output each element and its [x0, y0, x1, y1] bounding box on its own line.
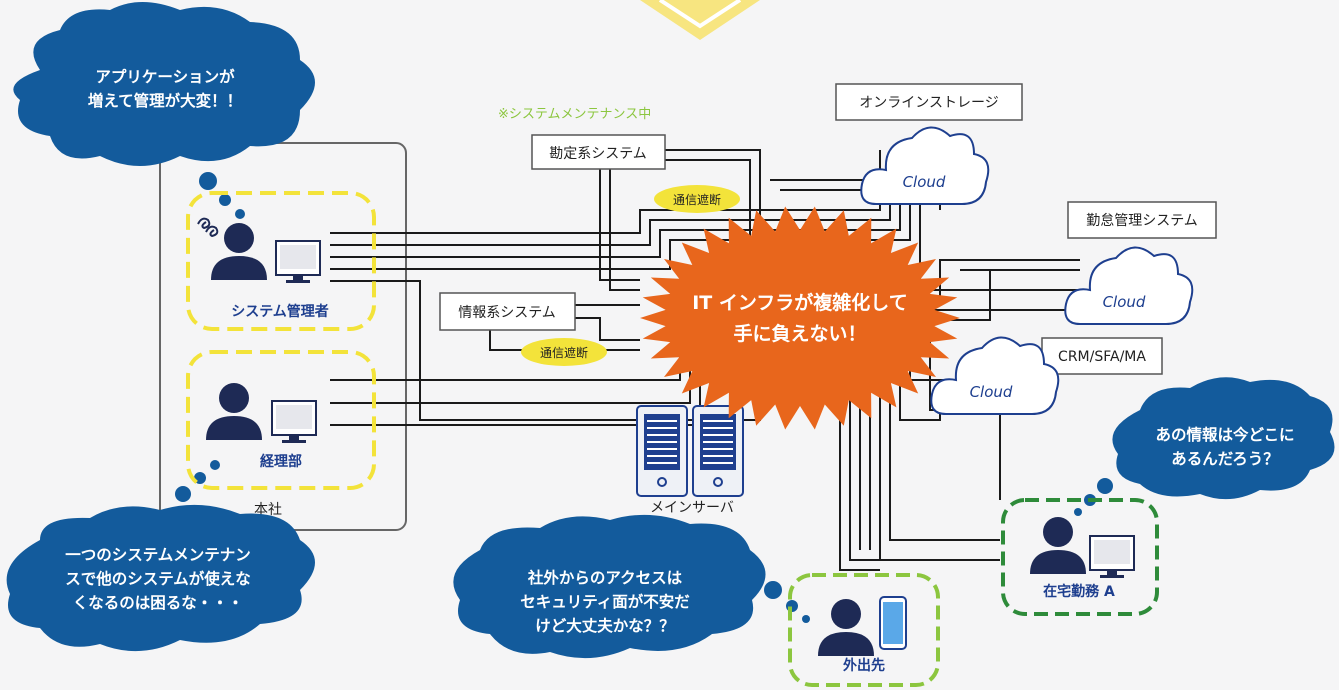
speech-cloud-where-info: あの情報は今どこに あるんだろう？: [1112, 377, 1335, 500]
speech-cloud-external: 社外からのアクセスは セキュリティ面が不安だ けど大丈夫かな？？: [453, 514, 766, 659]
server-label: メインサーバ: [650, 500, 734, 516]
confused-swirl-icon: [197, 217, 219, 238]
computer-icon: [275, 240, 321, 284]
person-label: 在宅勤務 A: [1043, 583, 1115, 600]
person-icon: [818, 599, 874, 656]
speech-text-line-3: けど大丈夫かな？？: [535, 616, 675, 635]
person-label: 経理部: [260, 453, 302, 470]
speech-text-line-2: スで他のシステムが使えな: [65, 569, 251, 588]
person-label: システム管理者: [231, 303, 329, 320]
system-label: 勘定系システム: [549, 146, 647, 162]
person-icon: [211, 223, 267, 280]
person-label: 外出先: [843, 657, 885, 674]
remote-worker-group: 在宅勤務 A: [1001, 498, 1159, 616]
speech-text-line-1: 一つのシステムメンテナン: [65, 546, 251, 564]
speech-text-line-3: くなるのは困るな・・・: [73, 594, 244, 612]
speech-text-line-2: 増えて管理が大変！！: [88, 91, 242, 110]
information-system-box: 情報系システム: [439, 292, 576, 331]
burst-text-line-2: 手に負えない！: [733, 322, 866, 345]
speech-text-line-2: セキュリティ面が不安だ: [520, 592, 690, 611]
crm-system-box: CRM/SFA/MA: [1041, 337, 1163, 375]
speech-text-line-1: アプリケーションが: [95, 67, 235, 86]
person-icon: [1030, 517, 1086, 574]
system-label: 情報系システム: [458, 305, 556, 321]
pill-label: 通信遮断: [540, 345, 588, 360]
blocked-pill-2: 通信遮断: [521, 338, 607, 366]
system-label: 勤怠管理システム: [1086, 213, 1198, 229]
maintenance-note: ※システムメンテナンス中: [498, 107, 651, 122]
cloud-online-storage: Cloud: [860, 126, 990, 205]
accounting-dept-group: 経理部: [186, 350, 376, 490]
speech-text-line-1: 社外からのアクセスは: [527, 568, 683, 587]
smartphone-icon: [879, 596, 907, 650]
person-icon: [206, 383, 262, 440]
speech-cloud-maintenance: 一つのシステムメンテナン スで他のシステムが使えな くなるのは困るな・・・: [6, 504, 315, 652]
speech-text-line-2: あるんだろう？: [1171, 450, 1279, 468]
cloud-attendance: Cloud: [1064, 246, 1194, 325]
outside-worker-group: 外出先: [788, 573, 940, 687]
attendance-system-box: 勤怠管理システム: [1067, 201, 1217, 239]
cloud-label: Cloud: [970, 383, 1013, 401]
speech-cloud-app-increase: アプリケーションが 増えて管理が大変！！: [13, 2, 315, 166]
online-storage-box: オンラインストレージ: [835, 83, 1023, 121]
pill-label: 通信遮断: [673, 192, 721, 207]
computer-icon: [1089, 535, 1135, 579]
cloud-label: Cloud: [1103, 293, 1146, 311]
cloud-label: Cloud: [903, 173, 946, 191]
burst-text-line-1: IT インフラが複雑化して: [692, 291, 908, 314]
system-label: CRM/SFA/MA: [1058, 349, 1146, 365]
blocked-pill-1: 通信遮断: [654, 185, 740, 213]
main-server-icon: メインサーバ: [636, 405, 744, 516]
accounting-system-box: 勘定系システム: [531, 134, 666, 170]
cloud-crm: Cloud: [930, 336, 1060, 415]
sysadmin-group: システム管理者: [186, 191, 376, 331]
top-chevron-decoration: [640, 0, 760, 40]
speech-text-line-1: あの情報は今どこに: [1155, 425, 1294, 444]
center-burst: IT インフラが複雑化して 手に負えない！: [640, 206, 960, 430]
computer-icon: [271, 400, 317, 444]
system-label: オンラインストレージ: [859, 95, 998, 111]
